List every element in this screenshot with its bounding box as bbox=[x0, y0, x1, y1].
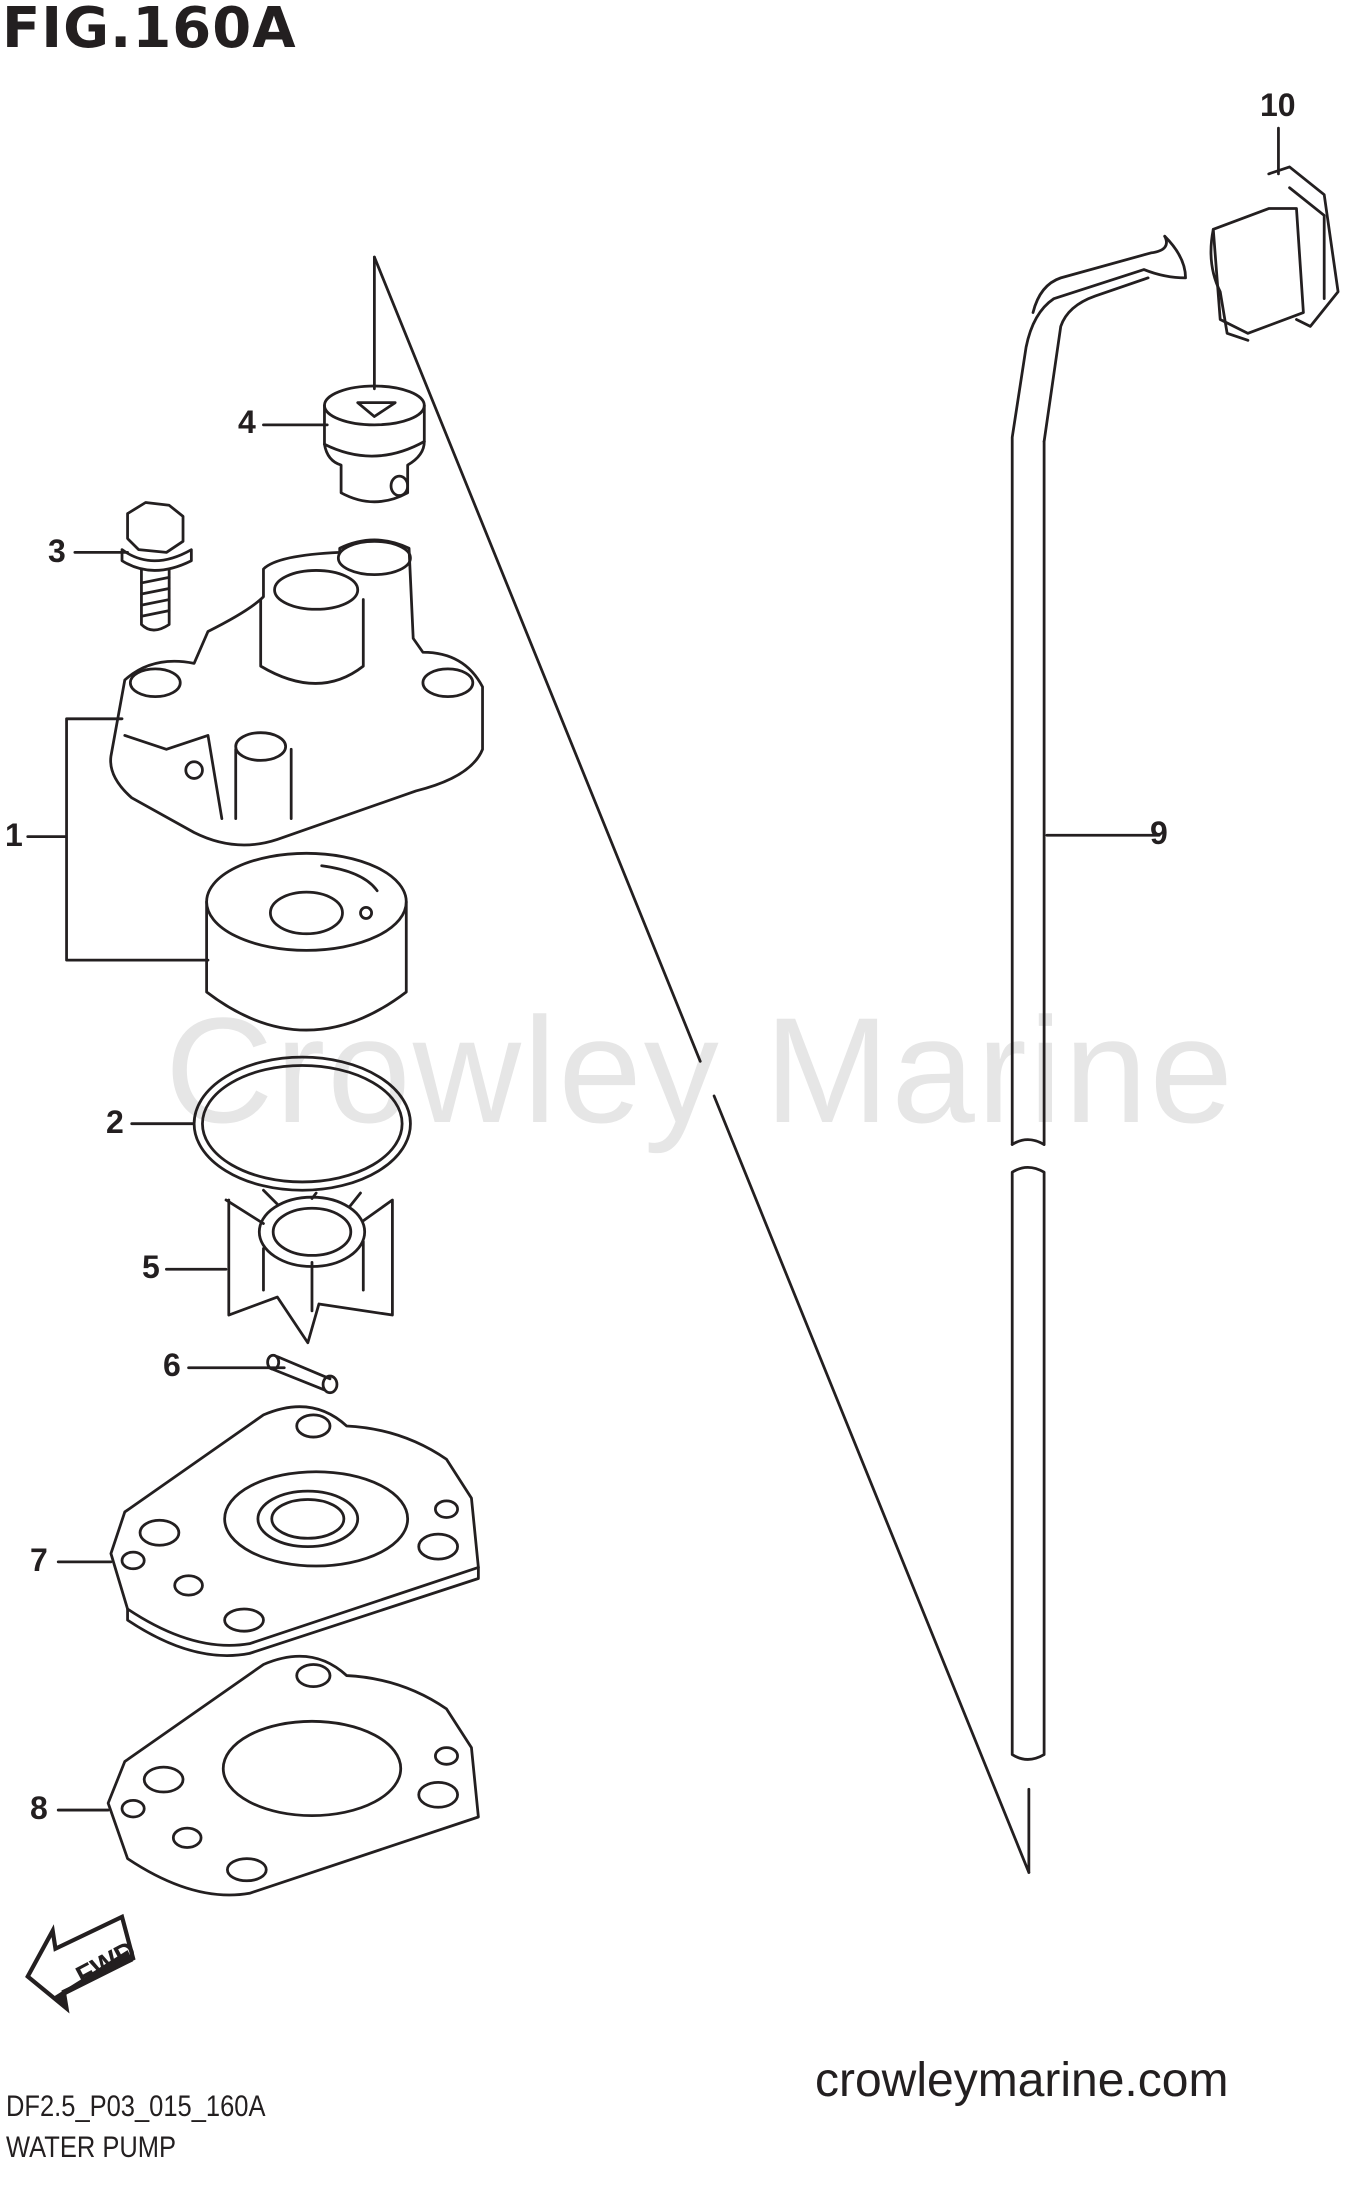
callout-10: 10 bbox=[1260, 87, 1296, 123]
pin-part-6 bbox=[266, 1353, 339, 1395]
plate-part-7 bbox=[109, 1405, 480, 1657]
figure-title: FIG.160A bbox=[2, 0, 297, 61]
liner-part-1 bbox=[205, 851, 408, 1032]
figure-name: WATER PUMP bbox=[6, 2131, 176, 2164]
gasket-part-8 bbox=[106, 1654, 480, 1897]
grommet-part-10 bbox=[1209, 165, 1340, 342]
bolt-part-3 bbox=[120, 501, 193, 632]
callout-7: 7 bbox=[30, 1542, 48, 1578]
callout-8: 8 bbox=[30, 1790, 48, 1826]
figure-code: DF2.5_P03_015_160A bbox=[6, 2090, 266, 2123]
impeller-part-5 bbox=[224, 1188, 394, 1345]
reference-line bbox=[372, 255, 1031, 1874]
callout-1: 1 bbox=[5, 817, 23, 853]
callout-5: 5 bbox=[142, 1249, 160, 1285]
pump-case-part-1 bbox=[109, 538, 484, 847]
o-ring-part-2 bbox=[192, 1055, 412, 1192]
callout-3: 3 bbox=[48, 533, 66, 569]
fwd-arrow-icon: FWD bbox=[25, 1913, 141, 2014]
website-url: crowleymarine.com bbox=[815, 2054, 1229, 2107]
callout-bracket-1 bbox=[26, 717, 210, 962]
fitting-part-4 bbox=[323, 384, 426, 504]
callout-2: 2 bbox=[106, 1104, 124, 1140]
water-tube-part-9 bbox=[1010, 234, 1187, 1874]
leader-lines bbox=[56, 126, 1280, 1812]
callout-9: 9 bbox=[1150, 815, 1168, 851]
callout-6: 6 bbox=[163, 1347, 181, 1383]
callout-4: 4 bbox=[238, 404, 256, 440]
